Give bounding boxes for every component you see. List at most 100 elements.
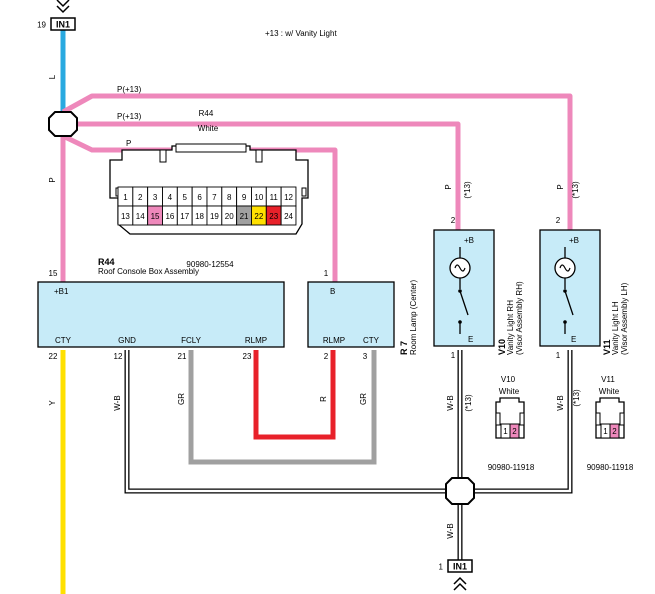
top-connector-label: IN1 [56, 20, 70, 30]
r7-terminal-rlmp: RLMP [323, 336, 345, 345]
wire-label-gr-r44: GR [177, 393, 186, 405]
r7-box: 1 B RLMP CTY 2 3 R 7 Room Lamp (Center) [307, 269, 418, 361]
r44-pin-number: 5 [183, 193, 188, 202]
v10-connector-pin-2: 2 [512, 427, 517, 436]
v11-bottom-terminal: E [571, 335, 576, 344]
r44-connector-part-number: 90980-12554 [186, 260, 234, 269]
r7-top-terminal: B [330, 287, 335, 296]
r44-terminal-rlmp: RLMP [245, 336, 267, 345]
r44-pin-12: 12 [114, 352, 123, 361]
r44-pin-number: 22 [254, 212, 263, 221]
r44-pin-number: 18 [195, 212, 204, 221]
r44-box: R44 Roof Console Box Assembly 15 +B1 CTY… [37, 257, 285, 361]
r44-pin-number: 8 [227, 193, 232, 202]
r44-pin-number: 4 [168, 193, 173, 202]
v10-top-pin: 2 [451, 216, 456, 225]
note-text: +13 : w/ Vanity Light [265, 29, 337, 38]
v10-box-name: Vanity Light RH [506, 300, 515, 355]
r44-pin-number: 14 [136, 212, 145, 221]
wire-label-v10-wb-plus13: (*13) [464, 394, 473, 412]
wire-wb-r44 [124, 350, 446, 494]
r44-pin-number: 23 [269, 212, 278, 221]
wire-wb-group [124, 350, 573, 560]
r44-pin-number: 21 [240, 212, 249, 221]
v10-connector-color: White [499, 387, 520, 396]
v11-connector-pin-2: 2 [612, 427, 617, 436]
v11-connector-part-number: 90980-11918 [587, 463, 634, 472]
v11-box-name: Vanity Light LH [611, 301, 620, 355]
r44-pin-cell [280, 205, 297, 226]
r7-box-code: R 7 [399, 341, 409, 355]
r44-pin-number: 2 [138, 193, 143, 202]
r44-pin-23: 23 [243, 352, 252, 361]
v10-connector-pin-1: 1 [503, 427, 508, 436]
r44-pin-number: 1 [123, 193, 128, 202]
wire-pink-v10 [63, 121, 461, 230]
r7-pin-2: 2 [324, 352, 329, 361]
r44-pin-number: 9 [242, 193, 247, 202]
v10-connector-part-number: 90980-11918 [488, 463, 535, 472]
r44-pin-number: 11 [270, 193, 279, 202]
wire-label-v11-p: P [556, 184, 565, 189]
r44-terminal-fcly: FCLY [181, 336, 202, 345]
wire-label-v11-plus13: (*13) [571, 181, 580, 199]
v11-connector-pin-1: 1 [603, 427, 608, 436]
r44-pin-number: 12 [284, 193, 293, 202]
r44-box-code: R44 [98, 257, 115, 267]
r44-connector-color: White [198, 124, 219, 133]
v11-connector: V11 White 1 2 90980-11918 [587, 375, 634, 472]
r44-terminal-cty: CTY [55, 336, 72, 345]
v11-top-terminal: +B [569, 236, 579, 245]
wire-label-l: L [48, 74, 57, 79]
r44-top-pin: 15 [49, 269, 58, 278]
v11-connector-color: White [599, 387, 620, 396]
wire-gray [188, 350, 377, 465]
r44-pin-number: 13 [121, 212, 130, 221]
wire-label-v10-wb: W-B [446, 395, 455, 410]
r7-pin-3: 3 [363, 352, 368, 361]
r44-pin-number: 6 [197, 193, 202, 202]
wire-label-v11-wb-plus13: (*13) [572, 389, 581, 407]
r7-top-pin: 1 [324, 269, 329, 278]
v10-top-terminal: +B [464, 236, 474, 245]
r44-pin-21: 21 [178, 352, 187, 361]
v11-top-pin: 2 [556, 216, 561, 225]
wire-label-y: Y [48, 400, 57, 406]
wire-label-p-r7: P [126, 139, 131, 148]
r7-terminal-cty: CTY [363, 336, 380, 345]
r44-pin-number: 10 [254, 193, 263, 202]
v11-bottom-pin: 1 [556, 351, 561, 360]
r44-pin-number: 17 [180, 212, 189, 221]
r44-pin-number: 7 [212, 193, 217, 202]
r44-pin-number: 24 [284, 212, 293, 221]
r44-pin-22: 22 [49, 352, 58, 361]
wire-label-r: R [319, 396, 328, 402]
v11-connector-code: V11 [601, 375, 615, 384]
bottom-connector: IN1 1 [439, 559, 473, 591]
top-connector: IN1 19 [37, 0, 76, 31]
wire-label-v10-p: P [444, 184, 453, 189]
bottom-connector-label: IN1 [453, 562, 467, 572]
wire-label-p13-lower: P(+13) [117, 112, 142, 121]
v10-box-code: V10 [497, 339, 507, 355]
wire-pink-v11 [61, 93, 573, 230]
v10-box: 2 +B E 1 V10 Vanity Light RH (Visor Asse… [433, 216, 524, 360]
v10-bottom-terminal: E [468, 335, 473, 344]
r44-terminal-gnd: GND [118, 336, 136, 345]
wire-label-wb-r44: W-B [113, 395, 122, 410]
splice-lower [445, 477, 475, 505]
r44-pin-number: 20 [225, 212, 234, 221]
r7-box-name: Room Lamp (Center) [409, 280, 418, 355]
v10-box-sub: (Visor Assembly RH) [515, 281, 524, 355]
v10-connector: V10 White 1 2 90980-11918 [488, 375, 535, 472]
v10-connector-code: V10 [501, 375, 516, 384]
r44-pin-number: 19 [210, 212, 219, 221]
r44-box-name: Roof Console Box Assembly [98, 267, 199, 276]
top-connector-pin: 19 [37, 21, 46, 30]
r44-pin-number: 16 [165, 212, 174, 221]
v10-bottom-pin: 1 [451, 351, 456, 360]
wire-label-v10-plus13: (*13) [463, 181, 472, 199]
bottom-connector-pin: 1 [439, 563, 444, 572]
r44-connector-code: R44 [199, 109, 214, 118]
